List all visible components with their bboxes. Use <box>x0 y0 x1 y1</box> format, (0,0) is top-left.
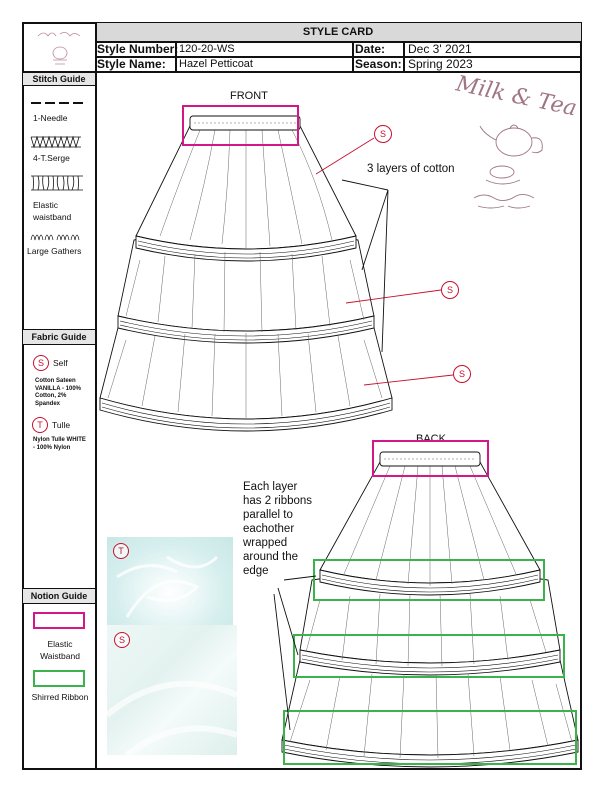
self-fabric-description: Cotton Sateen VANILLA - 100% Cotton, 2% … <box>35 378 82 407</box>
front-skirt-sketch <box>99 115 393 432</box>
serge-stitch-icon <box>30 135 81 149</box>
divider <box>95 22 97 770</box>
divider <box>95 41 581 43</box>
layers-note: 3 layers of cotton <box>367 163 455 175</box>
back-skirt-sketch <box>281 451 579 768</box>
ribbon-highlight-tier1 <box>313 559 545 601</box>
divider <box>95 56 581 58</box>
card-title: STYLE CARD <box>95 23 581 41</box>
elastic-waistband-label: Elastic Waistband <box>40 639 80 661</box>
callout-self-fabric-3: S <box>453 365 471 383</box>
tulle-fabric-label: Tulle <box>52 420 71 430</box>
divider <box>175 41 177 71</box>
callout-self-fabric-2: S <box>441 281 459 299</box>
ribbon-highlight-tier2 <box>293 634 565 678</box>
stitch-guide-heading: Stitch Guide <box>23 72 95 86</box>
self-swatch-photo <box>105 625 239 758</box>
shirred-ribbon-swatch <box>33 670 85 687</box>
date-label: Date: <box>355 42 386 56</box>
callout-self-fabric-1: S <box>374 125 392 143</box>
tulle-fabric-symbol: T <box>32 417 48 433</box>
stitch-label-gathers: Large Gathers <box>27 246 82 256</box>
style-name-label: Style Name: <box>97 57 166 71</box>
self-fabric-label: Self <box>53 358 68 368</box>
divider <box>22 71 582 73</box>
style-number-value: 120-20-WS <box>179 43 235 55</box>
divider <box>352 41 354 71</box>
shirred-ribbon-label: Shirred Ribbon <box>31 692 89 702</box>
self-fabric-symbol: S <box>33 355 49 371</box>
back-elastic-highlight <box>372 440 489 477</box>
large-gathers-stitch-icon <box>30 234 80 241</box>
date-value: Dec 3' 2021 <box>408 42 472 56</box>
self-fabric-leaders <box>315 137 454 386</box>
ribbons-note: Each layer has 2 ribbons parallel to eac… <box>243 481 313 577</box>
tulle-fabric-description: Nylon Tulle WHITE - 100% Nylon <box>33 437 86 451</box>
elastic-waistband-stitch-icon <box>31 175 83 191</box>
front-view-label: FRONT <box>230 90 268 102</box>
small-logo-graphic <box>37 32 81 65</box>
teapot-logo-graphic <box>473 124 543 209</box>
season-value: Spring 2023 <box>408 57 473 71</box>
style-number-label: Style Number: <box>97 42 179 56</box>
stitch-label-needle: 1-Needle <box>33 113 68 123</box>
stitch-label-serge: 4-T.Serge <box>33 153 70 163</box>
front-elastic-highlight <box>182 105 299 146</box>
notion-guide-heading: Notion Guide <box>23 588 95 604</box>
season-label: Season: <box>355 57 402 71</box>
style-name-value: Hazel Petticoat <box>179 58 253 70</box>
divider <box>403 41 405 71</box>
tulle-swatch-symbol: T <box>113 543 129 559</box>
notion-highlight-boxes <box>182 105 577 765</box>
self-swatch-symbol: S <box>114 632 130 648</box>
single-needle-stitch-icon <box>31 102 83 104</box>
stitch-label-elastic: Elastic waistband <box>33 200 72 222</box>
annotation-leaders <box>273 179 389 731</box>
elastic-waistband-swatch <box>33 612 85 629</box>
ribbon-highlight-tier3 <box>283 710 577 765</box>
fabric-guide-heading: Fabric Guide <box>23 329 95 345</box>
